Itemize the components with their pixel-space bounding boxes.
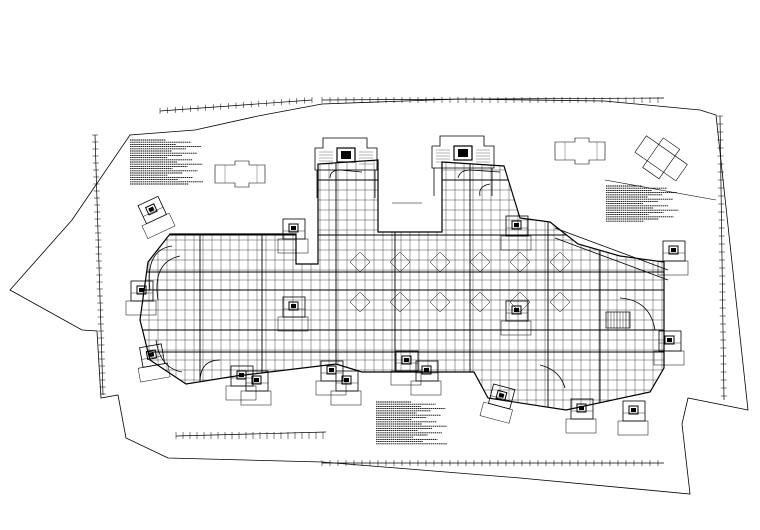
core-block-1 <box>137 195 176 239</box>
note-block-1 <box>130 139 204 185</box>
core-block-16 <box>277 296 309 332</box>
core-block-5 <box>240 370 272 406</box>
core-block-15 <box>277 218 309 254</box>
site-boundary <box>9 98 749 495</box>
east-diagonal-aisle <box>554 179 717 281</box>
core-block-7 <box>330 370 362 406</box>
parking-slab-outline <box>139 159 665 411</box>
ramp-hatch <box>605 311 631 329</box>
core-block-11 <box>565 398 597 434</box>
detached-block-2 <box>554 137 606 165</box>
core-block-18 <box>500 300 532 336</box>
side-dimension-lines <box>92 115 727 401</box>
core-block-9 <box>410 360 442 396</box>
detached-block-3 <box>634 135 688 182</box>
core-block-13 <box>657 240 689 276</box>
core-block-17 <box>500 215 532 251</box>
tower-block-1 <box>314 137 378 198</box>
note-blocks <box>130 139 679 445</box>
detached-block-1 <box>214 160 266 188</box>
core-block-12 <box>617 400 649 436</box>
core-block-14 <box>653 330 685 366</box>
note-block-3 <box>606 185 679 222</box>
top-dimension-line <box>159 97 665 114</box>
core-block-8 <box>390 350 422 386</box>
note-block-2 <box>376 401 448 445</box>
perimeter-core-blocks <box>125 195 689 436</box>
detached-blocks <box>214 135 688 188</box>
tower-block-2 <box>431 135 495 196</box>
core-block-2 <box>125 280 157 316</box>
core-block-3 <box>137 343 171 383</box>
bottom-dimension-line <box>175 431 664 466</box>
core-block-10 <box>479 383 516 424</box>
tower-blocks <box>314 135 495 198</box>
parking-stall-grid <box>140 160 664 410</box>
